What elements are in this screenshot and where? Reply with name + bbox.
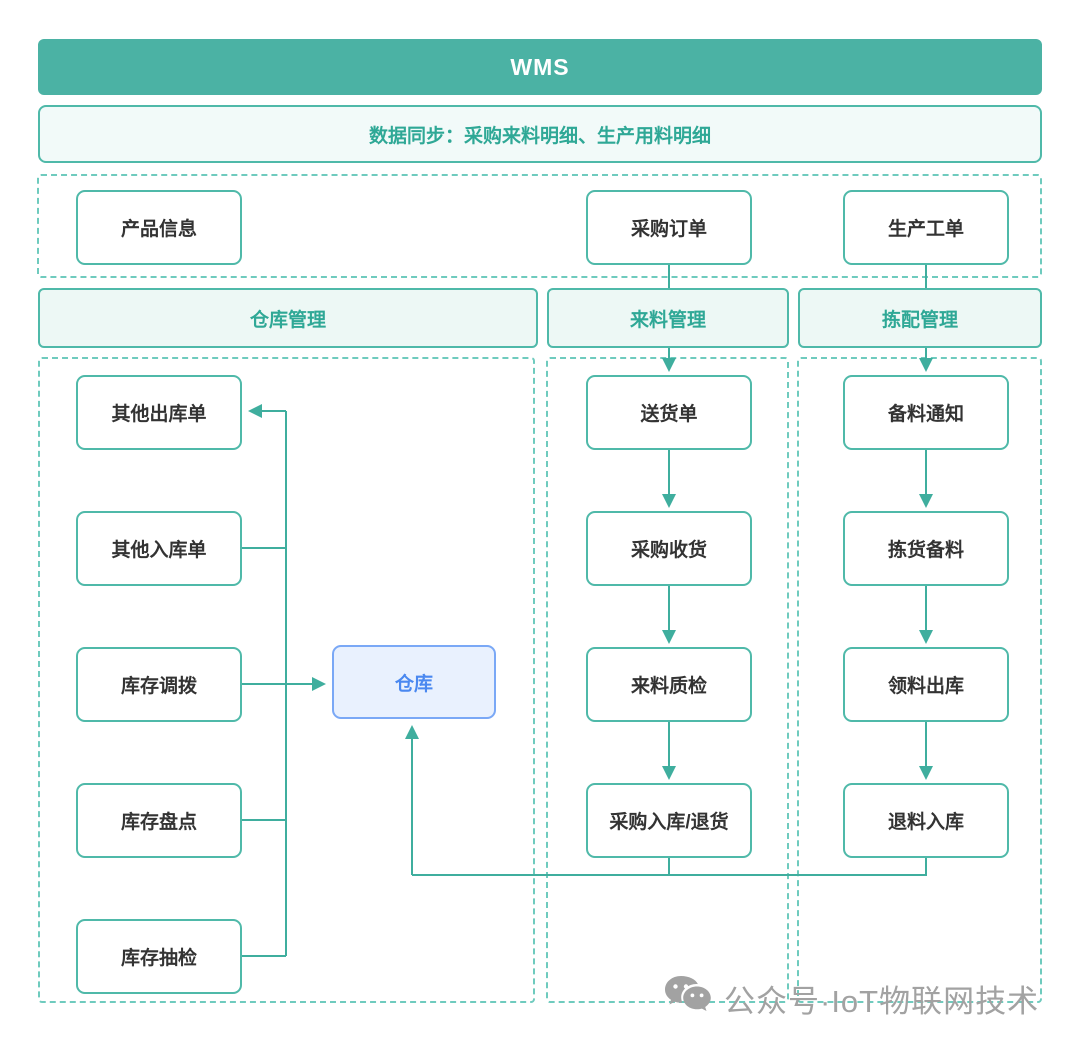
node-product-info: 产品信息 <box>76 190 242 265</box>
section-label: 拣配管理 <box>881 309 958 331</box>
node-production-workorder: 生产工单 <box>843 190 1009 265</box>
node-other-outbound-order: 其他出库单 <box>76 375 242 450</box>
watermark-text: 公众号·IoT物联网技术 <box>724 983 1040 1019</box>
node-label: 其他出库单 <box>111 404 207 425</box>
section-label: 仓库管理 <box>249 309 326 331</box>
node-material-prep-notice: 备料通知 <box>843 375 1009 450</box>
node-inventory-transfer: 库存调拨 <box>76 647 242 722</box>
node-incoming-inspection: 来料质检 <box>586 647 752 722</box>
node-label: 库存盘点 <box>120 812 197 833</box>
wechat-icon <box>665 976 711 1011</box>
node-warehouse-hub: 仓库 <box>332 645 496 719</box>
node-material-issue-outbound: 领料出库 <box>843 647 1009 722</box>
node-pick-and-prep: 拣货备料 <box>843 511 1009 586</box>
section-header-picking: 拣配管理 <box>798 288 1042 348</box>
node-purchase-inbound-return: 采购入库/退货 <box>586 783 752 858</box>
section-header-incoming: 来料管理 <box>547 288 789 348</box>
node-delivery-note: 送货单 <box>586 375 752 450</box>
node-label: 送货单 <box>640 404 698 425</box>
watermark: 公众号·IoT物联网技术 <box>660 970 1039 1026</box>
node-label: 仓库 <box>394 673 433 695</box>
data-sync-banner: 数据同步：采购来料明细、生产用料明细 <box>38 105 1042 163</box>
node-label: 退料入库 <box>887 812 964 833</box>
node-purchase-order: 采购订单 <box>586 190 752 265</box>
node-inventory-spot-check: 库存抽检 <box>76 919 242 994</box>
wms-title: WMS <box>510 53 570 80</box>
node-purchase-receiving: 采购收货 <box>586 511 752 586</box>
warehouse-dashed-panel <box>38 357 535 1003</box>
node-material-return-inbound: 退料入库 <box>843 783 1009 858</box>
section-header-warehouse: 仓库管理 <box>38 288 538 348</box>
node-label: 拣货备料 <box>887 540 964 561</box>
node-label: 领料出库 <box>887 676 964 697</box>
data-sync-text: 数据同步：采购来料明细、生产用料明细 <box>368 125 711 147</box>
node-label: 其他入库单 <box>111 540 207 561</box>
node-label: 采购订单 <box>630 219 707 240</box>
node-label: 采购入库/退货 <box>609 812 729 833</box>
source-orders-dashed-panel <box>37 174 1042 278</box>
node-label: 库存调拨 <box>120 676 197 697</box>
node-inventory-count: 库存盘点 <box>76 783 242 858</box>
node-label: 产品信息 <box>120 219 197 240</box>
node-label: 采购收货 <box>630 540 707 561</box>
node-label: 库存抽检 <box>120 948 197 969</box>
node-label: 生产工单 <box>887 219 964 240</box>
node-label: 备料通知 <box>887 404 964 425</box>
section-label: 来料管理 <box>629 309 706 331</box>
wms-title-bar: WMS <box>38 39 1042 95</box>
node-label: 来料质检 <box>630 676 707 697</box>
node-other-inbound-order: 其他入库单 <box>76 511 242 586</box>
